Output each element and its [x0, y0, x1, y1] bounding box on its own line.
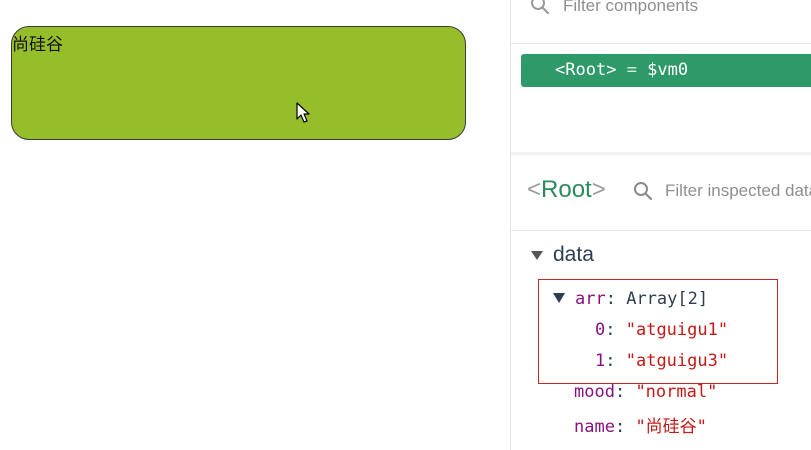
prop-colon: : — [605, 320, 626, 340]
title-open-bracket: < — [527, 176, 542, 203]
prop-row-mood[interactable]: mood: "normal" — [574, 382, 717, 402]
inspector-state: data arr: Array[2] 0: "atguigu1" 1: "atg… — [511, 231, 811, 450]
prop-colon: : — [605, 289, 627, 309]
prop-key: mood — [574, 382, 615, 402]
prop-row-item-0[interactable]: 0: "atguigu1" — [595, 320, 728, 340]
data-section-toggle[interactable]: data — [531, 243, 594, 269]
mood-box-text: 尚硅谷 — [12, 35, 63, 55]
prop-row-name[interactable]: name: "尚硅谷" — [574, 412, 707, 437]
root-alias: $vm0 — [647, 60, 689, 80]
prop-key: 1 — [595, 351, 606, 371]
expand-triangle-icon — [553, 293, 565, 303]
prop-colon: : — [605, 351, 626, 371]
prop-value: Array[2] — [626, 289, 709, 309]
pane-divider[interactable] — [511, 152, 811, 155]
components-filter-input[interactable] — [563, 0, 803, 18]
app-preview-pane: 尚硅谷 — [11, 26, 466, 140]
search-icon — [634, 182, 653, 201]
mood-box[interactable]: 尚硅谷 — [11, 26, 466, 140]
prop-key: name — [574, 417, 615, 437]
components-filter-bar — [511, 0, 811, 44]
root-equals: = — [616, 60, 648, 80]
inspected-data-filter-input[interactable] — [665, 179, 811, 203]
prop-colon: : — [614, 417, 636, 437]
search-icon — [531, 0, 550, 15]
component-tree: <Root> = $vm0 — [511, 44, 811, 154]
inspector-header: <Root> — [511, 155, 811, 231]
root-open-bracket: < — [555, 60, 566, 80]
highlight-annotation-box — [538, 279, 778, 384]
tree-node-root[interactable]: <Root> = $vm0 — [521, 54, 811, 87]
expand-triangle-icon — [531, 250, 543, 260]
mouse-cursor-icon — [296, 102, 310, 123]
root-close-bracket: > — [606, 60, 617, 80]
prop-key: 0 — [595, 320, 606, 340]
title-close-bracket: > — [591, 176, 606, 203]
prop-row-arr[interactable]: arr: Array[2] — [553, 289, 708, 309]
inspector-title: <Root> — [527, 176, 606, 204]
prop-value: "normal" — [635, 382, 718, 402]
prop-colon: : — [614, 382, 636, 402]
data-section-label: data — [553, 243, 594, 266]
inspector-title-name: Root — [541, 176, 592, 203]
prop-row-item-1[interactable]: 1: "atguigu3" — [595, 351, 728, 371]
prop-value: "atguigu3" — [625, 351, 729, 371]
prop-value: "尚硅谷" — [635, 417, 707, 437]
root-node-name: Root — [565, 60, 607, 80]
prop-value: "atguigu1" — [625, 320, 729, 340]
prop-key: arr — [575, 289, 606, 309]
vue-devtools-panel: <Root> = $vm0 <Root> data arr: Array[2] — [510, 0, 811, 450]
